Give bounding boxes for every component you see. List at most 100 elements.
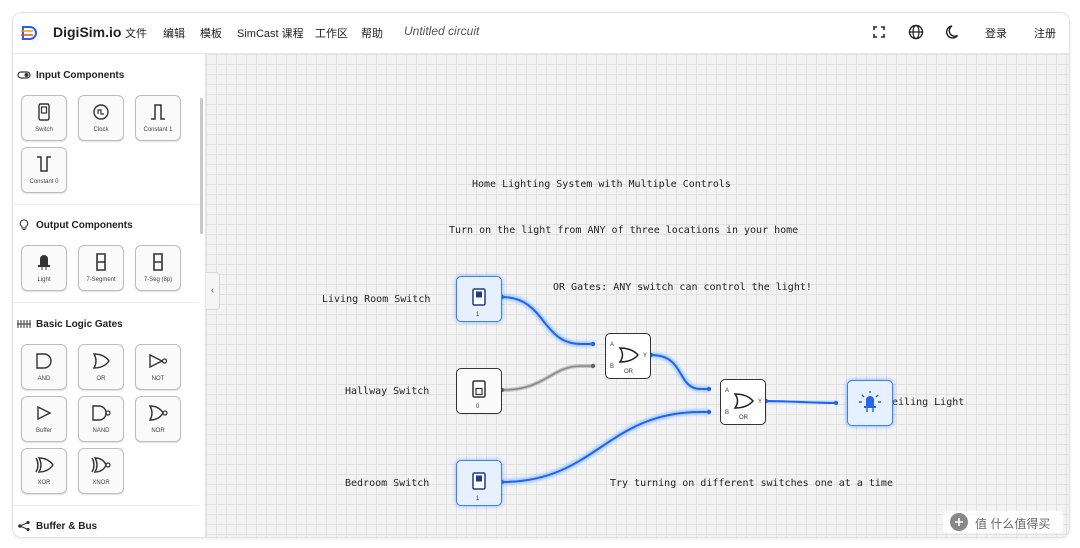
or-gate-icon bbox=[92, 353, 110, 369]
switch-value: 1 bbox=[476, 312, 480, 318]
palette-or[interactable]: OR bbox=[78, 344, 124, 390]
collapse-sidebar-button[interactable]: ‹ bbox=[206, 272, 220, 310]
palette-7-segment[interactable]: 7-Segment bbox=[78, 245, 124, 291]
bedroom-switch[interactable]: 1 bbox=[456, 460, 502, 506]
palette-label: Constant 0 bbox=[29, 179, 59, 185]
palette-nand[interactable]: NAND bbox=[78, 396, 124, 442]
circuit-title[interactable]: Untitled circuit bbox=[404, 24, 480, 38]
component-palette: Input Components Switch Clock Constant 1… bbox=[13, 54, 206, 537]
switch-value: 0 bbox=[476, 404, 480, 410]
wire-bedroom-glow bbox=[501, 409, 709, 485]
palette-label: NOT bbox=[151, 376, 165, 382]
light-bulb-icon bbox=[859, 391, 881, 412]
app-window: DigiSim.io 文件 编辑 模板 SimCast 课程 工作区 帮助 Un… bbox=[12, 12, 1070, 538]
wire-living-glow bbox=[501, 294, 593, 347]
toggle-icon bbox=[17, 71, 31, 79]
wires-layer bbox=[499, 294, 839, 485]
palette-xor[interactable]: XOR bbox=[21, 448, 67, 494]
pin-y-label: Y bbox=[758, 399, 763, 405]
palette-nor[interactable]: NOR bbox=[135, 396, 181, 442]
palette-light[interactable]: Light bbox=[21, 245, 67, 291]
palette-label: 7-Segment bbox=[86, 277, 116, 283]
wire-or1-to-or2[interactable] bbox=[650, 354, 709, 390]
clock-icon bbox=[93, 104, 109, 120]
section-title-input[interactable]: Input Components bbox=[36, 70, 125, 81]
pin-dot[interactable] bbox=[706, 386, 712, 392]
sidebar-scrollbar[interactable] bbox=[200, 98, 203, 234]
menu-templates[interactable]: 模板 bbox=[200, 28, 222, 40]
circuit-title-note: Home Lighting System with Multiple Contr… bbox=[472, 179, 731, 190]
ceiling-light[interactable] bbox=[847, 380, 893, 426]
palette-label: NAND bbox=[92, 428, 110, 434]
palette-label: Light bbox=[37, 277, 51, 283]
section-title-gates[interactable]: Basic Logic Gates bbox=[36, 319, 123, 330]
palette-label: Constant 1 bbox=[143, 127, 173, 133]
circuit-canvas[interactable]: ‹ bbox=[206, 54, 1069, 537]
pin-dot[interactable] bbox=[590, 341, 596, 347]
switch-icon bbox=[472, 472, 486, 490]
pin-b-label: B bbox=[610, 364, 615, 370]
globe-icon[interactable] bbox=[907, 23, 925, 41]
menu-help[interactable]: 帮助 bbox=[361, 28, 383, 40]
fullscreen-icon[interactable] bbox=[870, 23, 888, 41]
pin-y-label: Y bbox=[643, 353, 648, 359]
nor-gate-icon bbox=[148, 405, 168, 421]
living-room-switch[interactable]: 1 bbox=[456, 276, 502, 322]
palette-label: XNOR bbox=[92, 480, 110, 486]
palette-label: Clock bbox=[93, 127, 109, 133]
hallway-switch[interactable]: 0 bbox=[456, 368, 502, 414]
hallway-switch-label: Hallway Switch bbox=[345, 386, 430, 397]
login-button[interactable]: 登录 bbox=[985, 28, 1007, 40]
palette-label: AND bbox=[37, 376, 51, 382]
palette-switch[interactable]: Switch bbox=[21, 95, 67, 141]
pin-dot[interactable] bbox=[833, 400, 839, 406]
chevron-left-icon: ‹ bbox=[210, 285, 215, 296]
switch-icon bbox=[38, 103, 50, 121]
menu-simcast[interactable]: SimCast 课程 bbox=[237, 28, 304, 40]
section-title-bus[interactable]: Buffer & Bus bbox=[36, 521, 98, 532]
brand-name[interactable]: DigiSim.io bbox=[53, 24, 122, 40]
pin-dot[interactable] bbox=[706, 409, 712, 415]
palette-label: NOR bbox=[151, 428, 165, 434]
or-gate-1[interactable]: A B Y OR bbox=[605, 333, 651, 379]
wire-hallway-to-or1[interactable] bbox=[501, 365, 593, 391]
watermark-logo-icon bbox=[950, 513, 968, 531]
palette-clock[interactable]: Clock bbox=[78, 95, 124, 141]
or-gate-icon bbox=[618, 347, 639, 363]
xnor-gate-icon bbox=[91, 457, 111, 473]
switch-icon bbox=[472, 380, 486, 398]
pin-dot[interactable] bbox=[590, 363, 596, 369]
wire-or2-to-light[interactable] bbox=[765, 400, 837, 404]
or-gate-icon bbox=[733, 393, 754, 409]
try-note: Try turning on different switches one at… bbox=[610, 478, 893, 489]
palette-constant-1[interactable]: Constant 1 bbox=[135, 95, 181, 141]
palette-label: XOR bbox=[37, 480, 51, 486]
palette-buffer[interactable]: Buffer bbox=[21, 396, 67, 442]
top-bar: DigiSim.io 文件 编辑 模板 SimCast 课程 工作区 帮助 Un… bbox=[13, 13, 1069, 54]
register-button[interactable]: 注册 bbox=[1034, 28, 1056, 40]
palette-and[interactable]: AND bbox=[21, 344, 67, 390]
bus-icon bbox=[18, 520, 30, 532]
palette-constant-0[interactable]: Constant 0 bbox=[21, 147, 67, 193]
menu-workspace[interactable]: 工作区 bbox=[315, 28, 348, 40]
switch-value: 1 bbox=[476, 496, 480, 502]
moon-icon[interactable] bbox=[945, 23, 963, 41]
wire-bedroom-to-or2[interactable] bbox=[501, 411, 709, 483]
xor-gate-icon bbox=[35, 457, 54, 473]
palette-xnor[interactable]: XNOR bbox=[78, 448, 124, 494]
watermark: 值 什么值得买 bbox=[943, 511, 1063, 533]
or-gate-2[interactable]: A B Y OR bbox=[720, 379, 766, 425]
section-divider bbox=[13, 204, 199, 205]
ceiling-light-label: Ceiling Light bbox=[886, 397, 965, 408]
pin-a-label: A bbox=[610, 342, 615, 348]
palette-not[interactable]: NOT bbox=[135, 344, 181, 390]
palette-7-seg-8p[interactable]: 7-Seg (8p) bbox=[135, 245, 181, 291]
pin-b-label: B bbox=[725, 410, 730, 416]
gates-icon bbox=[17, 320, 31, 328]
section-title-output[interactable]: Output Components bbox=[36, 220, 133, 231]
menu-file[interactable]: 文件 bbox=[125, 28, 147, 40]
menu-edit[interactable]: 编辑 bbox=[163, 28, 185, 40]
constant-low-icon bbox=[37, 156, 51, 172]
wire-living-to-or1[interactable] bbox=[501, 296, 593, 345]
section-divider bbox=[13, 302, 199, 303]
